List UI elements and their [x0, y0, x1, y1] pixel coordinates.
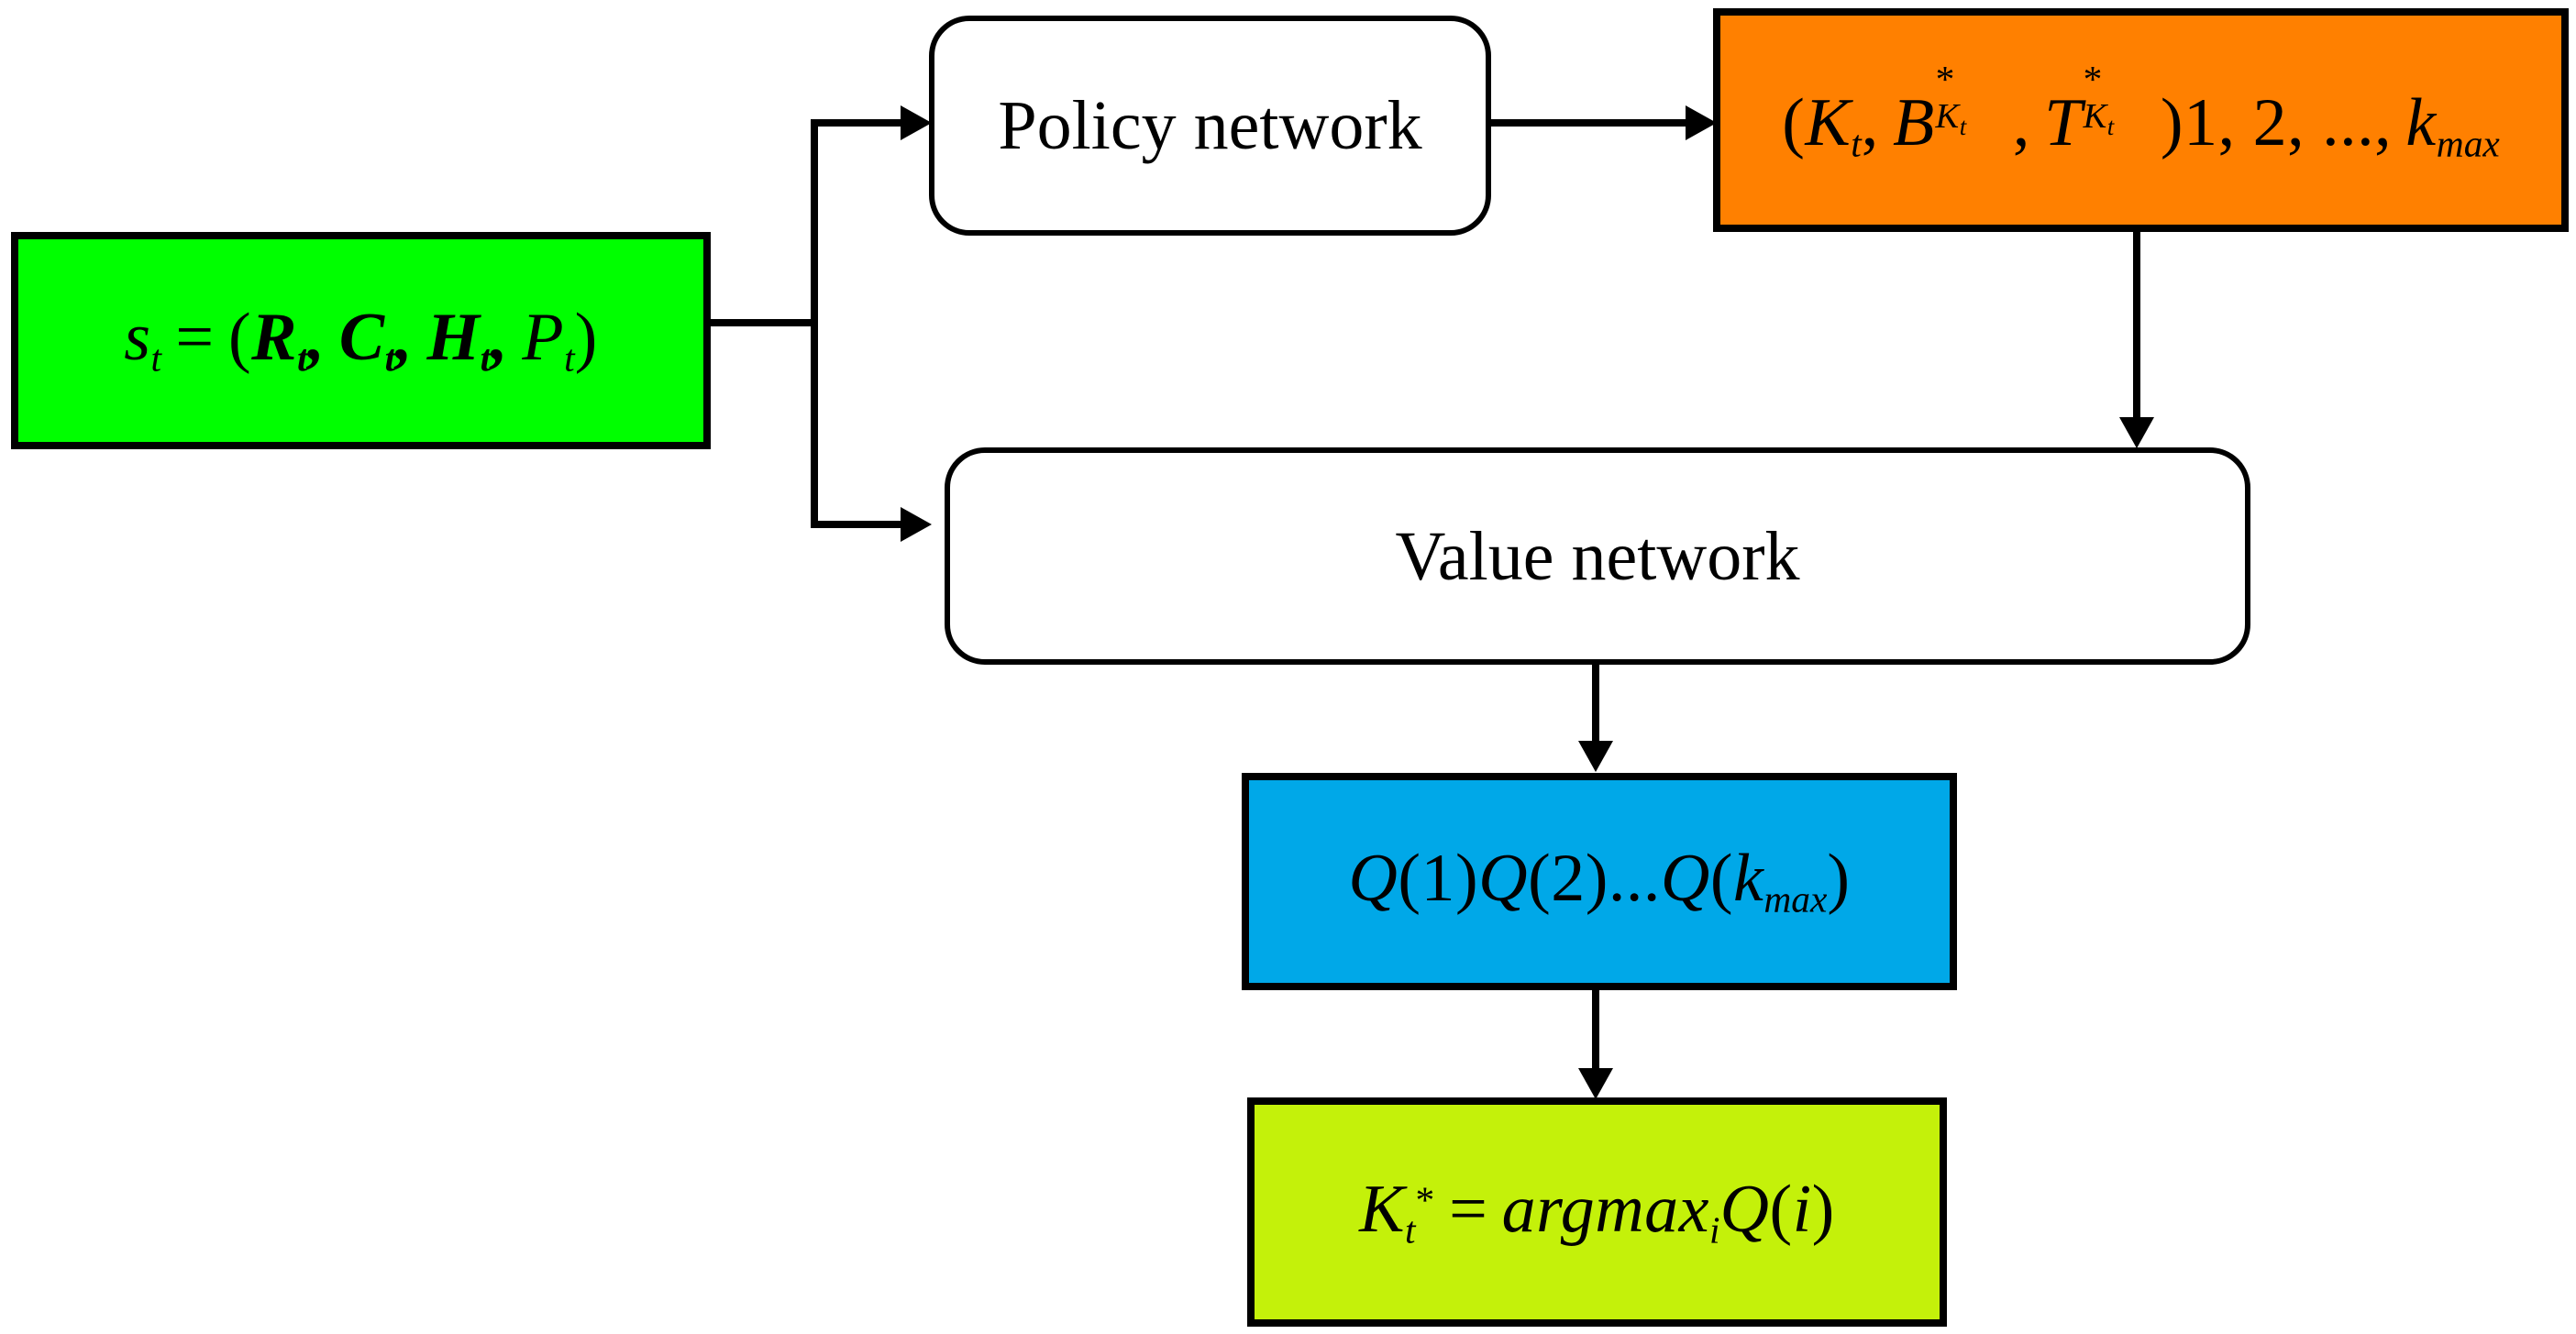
arrowhead-to-value-icon	[901, 507, 932, 542]
q-values-formula: Q(1)Q(2)...Q(kmax)	[1348, 841, 1851, 921]
state-vector-node: st = (Rt, Ct, Ht, Pt)	[11, 232, 711, 449]
policy-network-node[interactable]: Policy network	[929, 16, 1491, 236]
action-candidates-node: (Kt, B*Kt, T*Kt)1, 2, ..., kmax	[1713, 8, 2569, 232]
connector-state-to-split	[711, 319, 818, 326]
connector-split-to-value	[811, 521, 902, 528]
policy-network-label: Policy network	[998, 87, 1422, 164]
connector-action-to-value	[2133, 232, 2140, 425]
arrowhead-value-to-qvalues-icon	[1578, 741, 1613, 772]
arrowhead-to-policy-icon	[901, 105, 932, 140]
connector-policy-to-action	[1491, 119, 1691, 127]
argmax-node: Kt* = argmaxiQ(i)	[1247, 1097, 1947, 1327]
connector-value-to-qvalues	[1592, 665, 1599, 747]
value-network-label: Value network	[1395, 517, 1800, 595]
action-candidates-formula: (Kt, B*Kt, T*Kt)1, 2, ..., kmax	[1782, 57, 2500, 165]
state-vector-formula: st = (Rt, Ct, Ht, Pt)	[124, 300, 598, 380]
q-values-node: Q(1)Q(2)...Q(kmax)	[1242, 773, 1957, 990]
connector-split-vertical	[811, 119, 818, 528]
value-network-node[interactable]: Value network	[945, 447, 2250, 665]
arrowhead-to-action-icon	[1686, 105, 1717, 140]
connector-split-to-policy	[811, 119, 902, 127]
argmax-formula: Kt* = argmaxiQ(i)	[1359, 1171, 1835, 1251]
connector-qvalues-to-argmax	[1592, 990, 1599, 1075]
arrowhead-qvalues-to-argmax-icon	[1578, 1068, 1613, 1099]
arrowhead-action-to-value-icon	[2119, 417, 2154, 448]
